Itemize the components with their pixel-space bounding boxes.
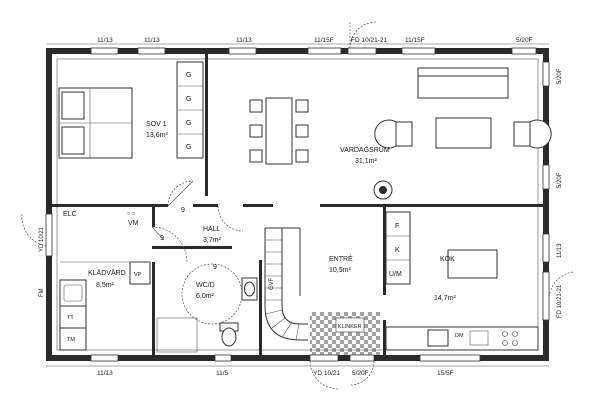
wardrobe-label: G — [186, 72, 191, 79]
dining-table — [249, 97, 309, 165]
fm-label: FM — [39, 288, 45, 297]
room-name-kladvard: KLÄDVÅRD — [88, 268, 126, 277]
dim-label: YD 10/21 — [39, 226, 45, 252]
room-area-vardagsrum: 31,1m² — [355, 158, 377, 165]
fireplace — [373, 180, 393, 200]
windows-top — [90, 47, 537, 55]
vm-symbol: ○ ○ — [127, 211, 135, 217]
klinker-label: KLINKER — [338, 324, 362, 330]
washer-label: TM — [67, 337, 75, 343]
fridge-label: K — [395, 247, 400, 254]
dim-label: 5/20F — [352, 370, 369, 377]
wardrobe-label: G — [186, 120, 191, 127]
interior-walls — [52, 54, 543, 355]
wc-furniture — [156, 263, 258, 353]
door-swings — [21, 21, 574, 390]
side-dimensions: YD 10/21 5/20F 5/20F 11/13 FD 10/21-21 — [39, 68, 563, 318]
room-name-wcd: WC/D — [196, 282, 215, 289]
bottom-dimensions: 11/13 11/5 YD 10/21 5/20F 15/5F — [97, 370, 454, 377]
heat-pump-label: VP — [134, 272, 142, 278]
room-area-kok: 14,7m² — [434, 295, 456, 302]
dim-label: FD 10/21-21 — [557, 284, 563, 318]
dim-label: 11/5 — [216, 370, 229, 377]
room-area-entre: 10,5m² — [329, 267, 351, 274]
room-area-wcd: 6,0m² — [196, 293, 215, 300]
wardrobe-label: G — [186, 96, 191, 103]
staircase — [264, 227, 308, 341]
top-dimensions: 11/13 11/13 11/13 11/15F FD 10/21-21 11/… — [97, 37, 533, 44]
dim-label: 15/5F — [437, 370, 454, 377]
kitchen-tall-units: F K U/M — [385, 211, 411, 285]
tiled-entrance: KLINKER — [310, 312, 380, 355]
room-name-entre: ENTRÉ — [329, 254, 353, 263]
room-name-kok: KÖK — [440, 255, 455, 263]
door-mark-9: 9 — [181, 207, 185, 214]
dim-label: 11/13 — [97, 370, 113, 377]
room-labels: SOV 1 13,6m² VARDAGSRUM 31,1m² HALL 3,7m… — [88, 121, 456, 302]
dim-label: 11/13 — [236, 37, 252, 44]
door-mark-9: 9 — [213, 264, 217, 271]
dim-label: 11/13 — [97, 37, 113, 44]
door-mark-9: 9 — [160, 235, 164, 242]
wardrobe-label: G — [186, 144, 191, 151]
elc-label: ELC — [63, 211, 77, 218]
dim-label: FD 10/21-21 — [351, 37, 388, 44]
wardrobe-g: G G G G — [176, 61, 204, 159]
laundry-units: TT TM VP — [59, 261, 151, 351]
kitchen-island — [447, 249, 498, 279]
dim-label: 5/20F — [557, 172, 563, 188]
dryer-label: TT — [67, 315, 74, 321]
oven-label: U/M — [389, 271, 402, 278]
room-name-sov: SOV 1 — [146, 121, 167, 128]
double-bed — [58, 87, 133, 159]
room-name-hall: HALL — [203, 226, 221, 233]
vm-label: VM — [128, 220, 139, 227]
dim-label: 11/13 — [144, 37, 160, 44]
room-area-kladvard: 8,5m² — [96, 282, 115, 289]
dim-label: 11/15F — [405, 37, 425, 44]
room-area-hall: 3,7m² — [203, 237, 222, 244]
dim-label: 11/15F — [314, 37, 334, 44]
freezer-label: F — [395, 223, 399, 230]
dimension-lines — [46, 43, 549, 367]
living-furniture — [374, 67, 552, 149]
technical-marks: ELC VM ○ ○ 9 9 9 GVF FM — [39, 207, 275, 297]
dim-label: 5/20F — [516, 37, 533, 44]
windows-bottom — [90, 354, 481, 362]
kitchen-counter: DM — [385, 326, 539, 351]
dim-label: 5/20F — [557, 68, 563, 84]
dishwasher-label: DM — [455, 333, 464, 339]
dim-label: YD 10/21 — [313, 370, 340, 377]
gvf-label: GVF — [269, 277, 275, 290]
room-area-sov: 13,6m² — [146, 132, 168, 139]
room-name-vardagsrum: VARDAGSRUM — [340, 147, 390, 154]
dim-label: 11/13 — [557, 243, 563, 258]
